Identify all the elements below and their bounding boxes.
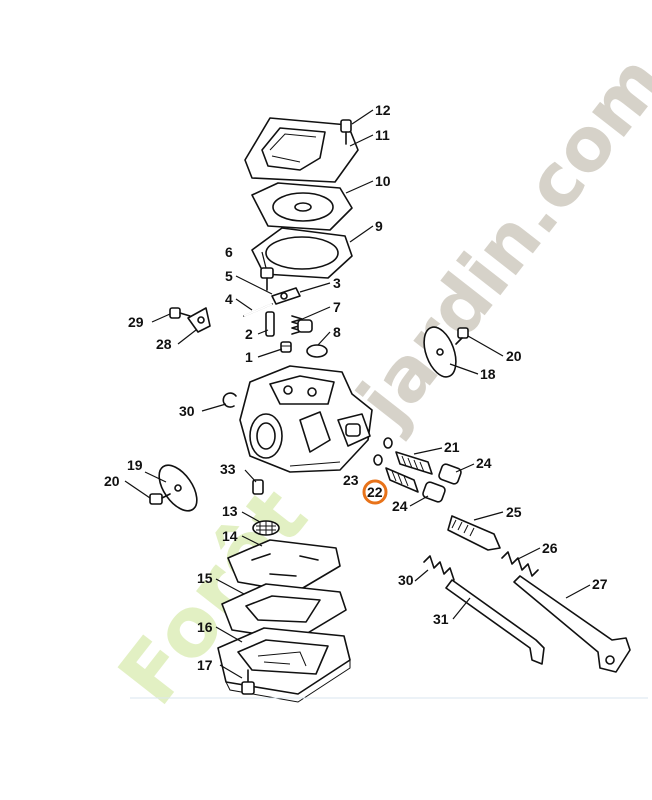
callout-12[interactable]: 12 [375,102,391,118]
callout-27[interactable]: 27 [592,576,608,592]
callout-28[interactable]: 28 [156,336,172,352]
callout-11[interactable]: 11 [375,127,390,143]
part-27-shaft [513,575,631,673]
part-31-shaft [445,579,545,665]
part-10-diaphragm [251,182,353,231]
callout-4[interactable]: 4 [225,291,233,307]
part-30-spring [423,555,455,581]
part-25-shaft [447,515,501,551]
callout-20-left[interactable]: 20 [104,473,120,489]
callout-6[interactable]: 6 [225,244,233,260]
callout-24-lower[interactable]: 24 [392,498,408,514]
callout-29[interactable]: 29 [128,314,144,330]
part-13-strainer [252,520,280,536]
callout-2[interactable]: 2 [245,326,253,342]
callout-7[interactable]: 7 [333,299,341,315]
part-9-gasket [251,227,353,279]
part-24-limiter-cap-lower [422,481,446,503]
callout-13[interactable]: 13 [222,503,238,519]
callout-16[interactable]: 16 [197,619,213,635]
callout-15[interactable]: 15 [197,570,213,586]
part-8-cap [297,319,328,358]
callout-9[interactable]: 9 [375,218,383,234]
carburetor-body [239,365,373,473]
watermark-grey-text: jardin.com [340,39,652,443]
part-18-throttle-plate [423,326,457,378]
callout-25[interactable]: 25 [506,504,522,520]
callout-26[interactable]: 26 [542,540,558,556]
part-5-lever [271,287,301,305]
leader-lines [124,109,591,679]
part-11-cover [244,117,359,183]
callout-31[interactable]: 31 [433,611,449,627]
callout-5[interactable]: 5 [225,268,233,284]
part-24-limiter-cap-upper [438,463,462,485]
part-16-cover [217,627,351,703]
callout-1[interactable]: 1 [245,349,253,365]
callout-30[interactable]: 30 [398,572,414,588]
part-20-screw-upper [455,327,469,345]
callout-17[interactable]: 17 [197,657,213,673]
part-19-choke-plate [158,464,198,512]
part-23-oring [373,437,393,466]
callout-20-upper[interactable]: 20 [506,348,522,364]
callout-8[interactable]: 8 [333,324,341,340]
part-22-adjusting-screw [385,467,419,493]
highlight-ring-22 [362,479,388,505]
part-6-screw [260,267,274,291]
part-28-bracket [187,307,211,333]
callout-14[interactable]: 14 [222,528,238,544]
callout-19[interactable]: 19 [127,457,143,473]
part-12-screw [340,119,352,145]
callout-18[interactable]: 18 [480,366,496,382]
part-1 [280,341,292,353]
part-14-gasket [227,539,341,593]
part-17-screw [241,669,255,695]
callout-10[interactable]: 10 [375,173,391,189]
part-2-needle [265,311,275,337]
part-15-diaphragm [221,583,347,641]
part-21-adjusting-screw [395,451,433,475]
part-32-clip [222,392,237,408]
part-33-pin [252,479,264,495]
callout-23[interactable]: 23 [343,472,359,488]
part-29-screw [169,307,191,319]
callout-labels: 12 11 10 9 6 5 3 4 7 2 8 1 29 28 20 18 3… [104,102,608,673]
callout-33[interactable]: 33 [220,461,236,477]
callout-3[interactable]: 3 [333,275,341,291]
callout-22[interactable]: 22 [367,484,383,500]
callout-24-upper[interactable]: 24 [476,455,492,471]
callout-32[interactable]: 30 [179,403,195,419]
part-26-spring [501,551,539,577]
part-20-screw-left [149,493,171,505]
callout-21[interactable]: 21 [444,439,460,455]
part-4-pin [243,303,273,317]
